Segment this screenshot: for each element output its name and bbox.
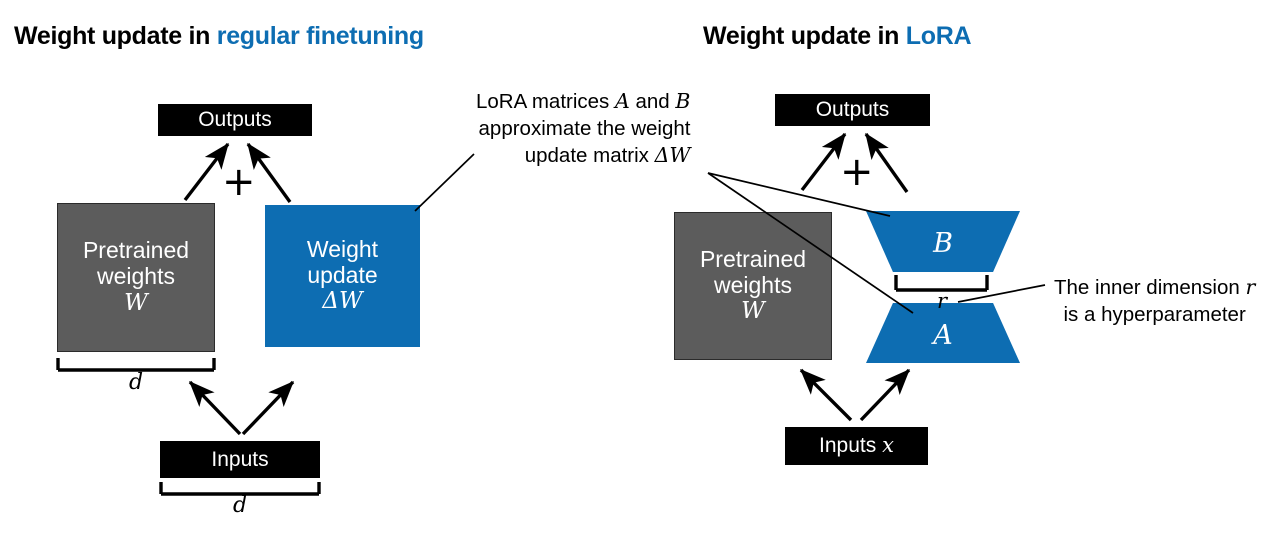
pretrained-line2-right: weights — [714, 271, 792, 298]
arrow-inputs-to-pretrained-right — [799, 368, 853, 422]
outputs-label-left: Outputs — [198, 108, 272, 132]
annotation-inner-dimension: The inner dimension r is a hyperparamete… — [1054, 274, 1255, 328]
outputs-box-left: Outputs — [158, 104, 312, 136]
page-title-right: Weight update in LoRA — [703, 22, 972, 50]
annotation-lora-matrices: LoRA matrices A and B approximate the we… — [476, 88, 691, 170]
annotation-lora-line1-d: B — [675, 89, 691, 113]
inputs-label-right: Inputs x — [819, 433, 894, 458]
title-left-accent: regular finetuning — [216, 22, 424, 50]
arrow-inputs-to-update-left — [241, 380, 295, 436]
dimension-label-d-bottom: d — [232, 493, 248, 518]
title-left-prefix: Weight update in — [14, 22, 217, 50]
title-right-accent: LoRA — [905, 22, 972, 50]
annotation-lora-line3: update matrix ΔW — [476, 142, 691, 170]
weight-update-symbol: ΔW — [322, 288, 363, 315]
pretrained-line2-left: weights — [97, 263, 175, 290]
annotation-r-line1: The inner dimension r — [1054, 274, 1255, 302]
pretrained-symbol-right: W — [741, 298, 765, 325]
title-right-prefix: Weight update in — [703, 22, 906, 50]
inputs-box-left: Inputs — [160, 441, 320, 478]
arrow-pretrained-to-outputs-right — [800, 132, 847, 192]
inputs-label-left: Inputs — [211, 447, 269, 471]
arrow-inputs-to-matrixa-right — [859, 368, 911, 422]
annotation-lora-line1-b: A — [615, 89, 630, 113]
annotation-r-line1-a: The inner dimension — [1054, 276, 1246, 299]
pretrained-weights-text-right: Pretrained weights W — [699, 245, 807, 325]
annotation-lora-line1-a: LoRA matrices — [476, 90, 615, 113]
weight-update-box: Weight update ΔW — [265, 205, 420, 347]
matrix-a-label: A — [933, 319, 953, 351]
pretrained-line1-left: Pretrained — [82, 237, 190, 264]
bracket-r — [894, 275, 989, 292]
pretrained-line1-right: Pretrained — [699, 245, 807, 272]
pretrained-weights-text-left: Pretrained weights W — [82, 237, 190, 316]
plus-sign-left: + — [222, 159, 256, 205]
annotation-lora-line3-b: ΔW — [654, 143, 691, 168]
annotation-lora-line3-a: update matrix — [524, 144, 655, 168]
annotation-lora-line2: approximate the weight — [478, 116, 691, 140]
bracket-d-top-left — [56, 358, 216, 372]
page-title-left: Weight update in regular finetuning — [14, 24, 424, 49]
pretrained-weights-box-left: Pretrained weights W — [57, 203, 215, 352]
pretrained-weights-box-right: Pretrained weights W — [674, 212, 832, 360]
plus-sign-right: + — [840, 149, 874, 195]
weight-update-line1: Weight — [306, 235, 379, 262]
inputs-word-right: Inputs — [819, 434, 883, 458]
annotation-r-line2: is a hyperparameter — [1063, 302, 1246, 326]
leader-line-to-weight-update — [414, 153, 475, 212]
annotation-r-line1-b: r — [1245, 275, 1256, 299]
outputs-label-right: Outputs — [815, 98, 890, 122]
inputs-box-right: Inputs x — [785, 427, 928, 465]
annotation-lora-line1-c: and — [629, 90, 676, 113]
annotation-lora-line1: LoRA matrices A and B — [476, 88, 691, 116]
weight-update-text: Weight update ΔW — [306, 235, 379, 315]
weight-update-line2: update — [307, 261, 378, 288]
dimension-label-d-top: d — [128, 370, 144, 395]
pretrained-symbol-left: W — [124, 289, 148, 316]
matrix-b-label: B — [933, 228, 953, 259]
lora-matrix-b-trapezoid: B — [866, 211, 1020, 272]
inputs-symbol-x: x — [882, 433, 894, 458]
outputs-box-right: Outputs — [775, 94, 930, 126]
inner-dimension-label-r: r — [936, 289, 948, 313]
